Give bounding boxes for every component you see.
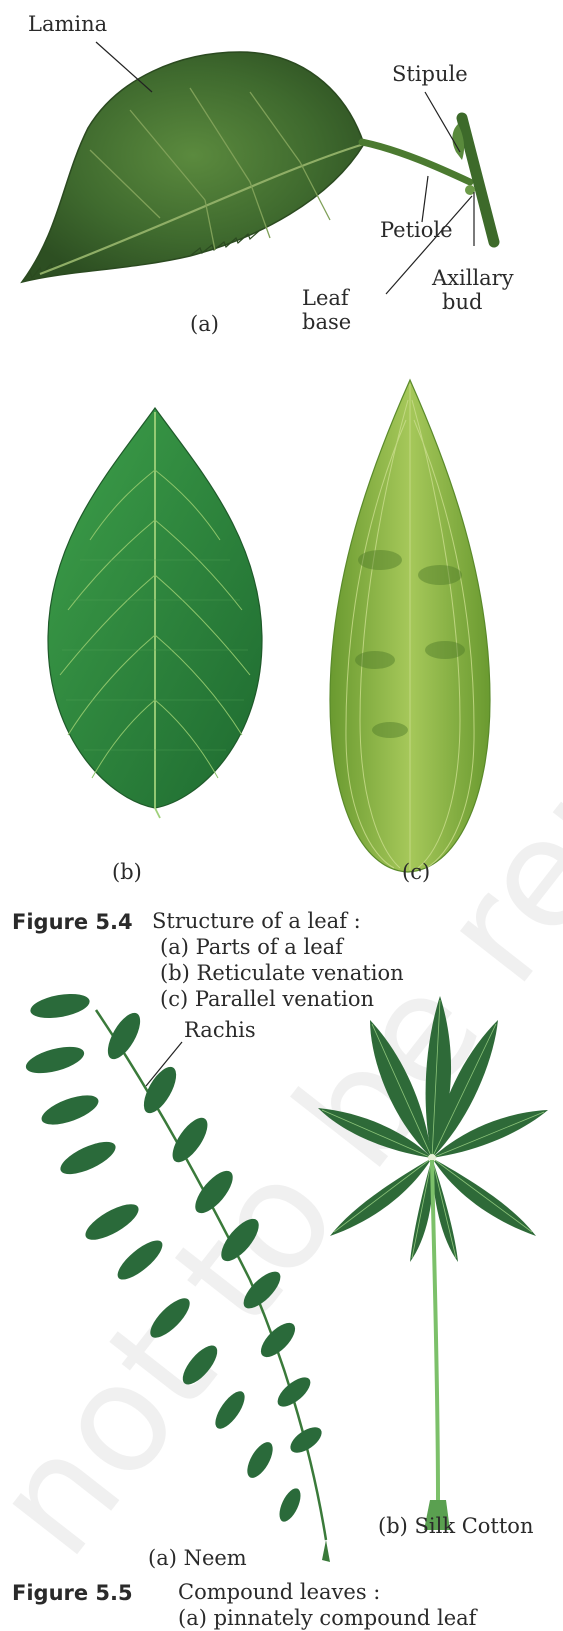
panel-b-label: (b) [112,860,142,884]
panel-c-label: (c) [402,860,431,884]
petiole-label: Petiole [380,218,453,242]
figure-5-4-caption-item: (a) Parts of a leaf [160,935,343,959]
figure-5-5-number: Figure 5.5 [12,1581,133,1605]
stipule-label: Stipule [392,62,468,86]
lamina-shape [20,51,365,284]
figure-5-4-caption-item: (c) Parallel venation [160,987,374,1011]
lamina-label: Lamina [28,12,108,36]
figure-5-4-number: Figure 5.4 [12,910,133,934]
rachis-label: Rachis [184,1018,256,1042]
petiole-shape [358,138,474,186]
figure-5-5-caption-item: (a) pinnately compound leaf [178,1606,477,1630]
figure-5-5-caption-title: Compound leaves : [178,1580,381,1604]
silk-cotton-petiole [430,1159,440,1501]
leaf-parts-illustration [20,41,500,295]
venation-illustrations [47,378,491,873]
compound-leaves-illustration [25,993,548,1562]
stipule-shape [452,124,465,160]
panel-a-label: (a) [190,312,219,336]
leaf-base-label-line2: base [302,310,352,335]
axillary-bud-shape [465,185,475,195]
figure-5-4-caption: Structure of a leaf : (a) Parts of a lea… [152,908,404,1012]
axillary-bud-label: Axillary bud [432,266,514,314]
axillary-label-line1: Axillary [432,266,514,290]
leaf-base-label-line1: Leaf [302,286,349,310]
figure-5-4-caption-item: (b) Reticulate venation [160,961,404,985]
figure-5-4-caption-title: Structure of a leaf : [152,909,361,933]
axillary-label-line2: bud [442,290,483,315]
leaf-base-label: Leaf base [302,286,351,334]
stem-shape [456,112,500,248]
neem-label: (a) Neem [148,1546,247,1570]
silk-cotton-label: (b) Silk Cotton [378,1514,534,1538]
